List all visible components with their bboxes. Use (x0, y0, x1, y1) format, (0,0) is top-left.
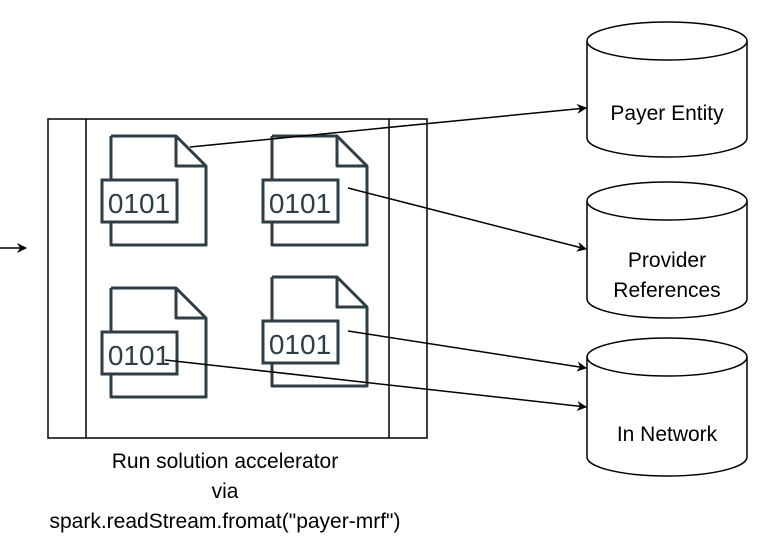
process-caption-line-1: Run solution accelerator (111, 450, 339, 473)
arrow-file1-to-payer-entity (189, 103, 587, 148)
payer-entity-label: Payer Entity (610, 102, 724, 125)
binary-file-icon-1: 0101 (100, 134, 208, 247)
binary-file-icon-3: 0101 (100, 286, 208, 399)
file-4-binary-label: 0101 (269, 329, 331, 360)
process-caption-line-2: via (211, 480, 239, 503)
arrow-file2-to-provider-references (347, 187, 587, 252)
file-2-binary-label: 0101 (269, 188, 331, 219)
database-payer-entity: Payer Entity (586, 21, 748, 158)
file-3-binary-label: 0101 (108, 340, 170, 371)
process-caption-line-3: spark.readStream.fromat("payer-mrf") (49, 510, 401, 533)
binary-file-icon-4: 0101 (261, 275, 369, 388)
provider-references-label-line1: Provider (628, 249, 706, 272)
binary-file-icon-2: 0101 (261, 134, 369, 247)
database-provider-references: Provider References (586, 181, 748, 319)
database-in-network: In Network (586, 337, 748, 477)
provider-references-label-line2: References (613, 279, 720, 302)
in-network-label: In Network (617, 423, 718, 446)
arrow-file4-to-in-network (347, 330, 587, 372)
process-block (47, 118, 428, 439)
file-1-binary-label: 0101 (108, 188, 170, 219)
arrow-file3-to-in-network (164, 359, 587, 411)
